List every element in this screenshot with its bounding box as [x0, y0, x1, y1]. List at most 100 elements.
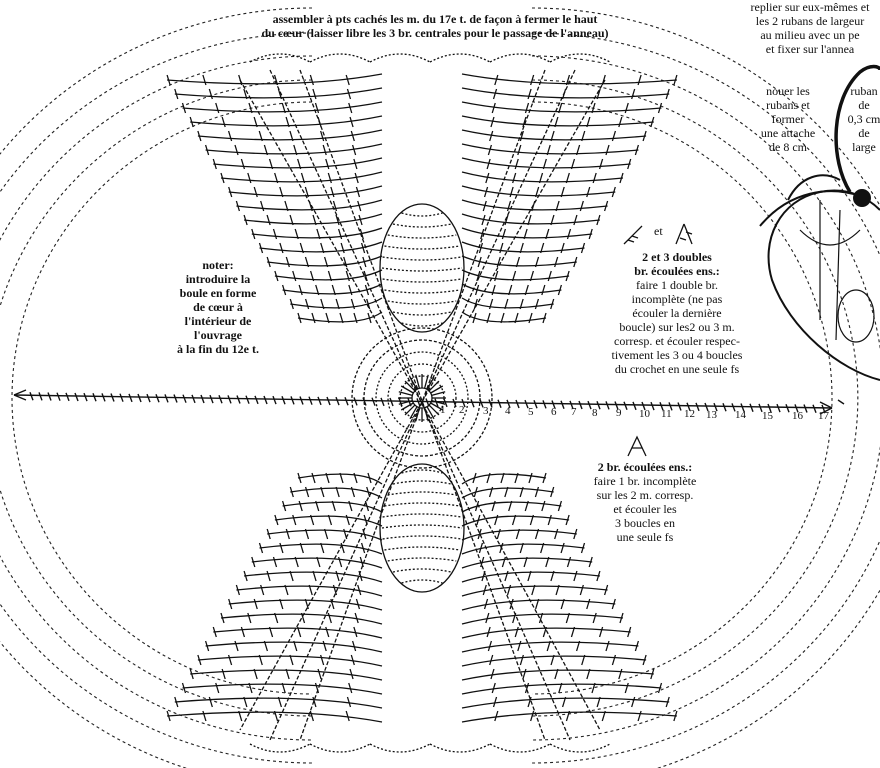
stitch-tick	[486, 158, 491, 170]
axis-stitch-tick	[299, 396, 304, 405]
stitch-tick	[277, 696, 283, 708]
stitch-tick	[558, 102, 563, 114]
stitch-tick	[509, 186, 514, 198]
stitch-tick	[501, 228, 507, 240]
outer-round-arc	[11, 101, 313, 695]
stitch-tick	[546, 640, 551, 652]
stitch-tick	[603, 200, 609, 212]
stitch-tick	[485, 612, 490, 624]
ribbon-width-line: large	[852, 140, 876, 154]
stitch-tick	[166, 74, 171, 86]
stitch-tick	[573, 570, 578, 582]
stitch-tick	[514, 158, 519, 170]
stitch-tick	[541, 284, 546, 296]
stitch-tick	[234, 144, 239, 156]
axis-stitch-tick	[785, 404, 790, 413]
fan-row	[213, 157, 383, 169]
stitch-tick	[611, 186, 616, 198]
axis-stitch-tick	[497, 399, 502, 408]
top-scallop	[429, 53, 491, 63]
stitch-tick	[500, 472, 505, 484]
stitch-tick	[238, 710, 243, 722]
stitch-tick	[540, 242, 545, 254]
stitch-tick	[542, 312, 547, 324]
pineapple-row	[401, 579, 443, 584]
stitch-tick	[511, 514, 517, 526]
bottom-scallop	[249, 743, 311, 753]
axis-stitch-tick	[236, 395, 241, 404]
stitch-tick	[477, 256, 482, 268]
stitch-tick	[266, 570, 271, 582]
stitch-tick	[285, 116, 290, 128]
fan-row	[167, 711, 383, 723]
stitch-tick	[227, 130, 233, 142]
stitch-tick	[547, 270, 552, 282]
stitch-tick	[289, 570, 294, 582]
stitch-tick	[337, 556, 343, 568]
stitch-tick	[197, 130, 202, 142]
stitch-tick	[363, 270, 368, 282]
pineapple-row	[384, 289, 460, 294]
ball-note-line: l'intérieur de	[184, 314, 252, 328]
center-round	[375, 351, 469, 445]
stitch-tick	[212, 626, 217, 638]
stitch-tick	[500, 312, 505, 324]
pineapple-row	[392, 311, 452, 316]
stitch-tick	[208, 88, 213, 100]
stitch-tick	[220, 172, 225, 184]
stitch-tick	[486, 472, 491, 484]
fan-row	[461, 529, 577, 541]
stitch-tick	[527, 214, 532, 226]
bottom-scallop	[549, 743, 611, 753]
stitch-tick	[304, 598, 309, 610]
stitch-tick	[340, 542, 345, 554]
stitch-tick	[243, 696, 248, 708]
fan-row	[290, 487, 383, 499]
stitch-tick	[312, 88, 317, 100]
stitch-tick	[358, 214, 363, 226]
stitch-tick	[351, 144, 357, 156]
stitch-tick	[538, 612, 544, 624]
stitch-tick	[364, 500, 370, 512]
stitch-tick	[317, 668, 322, 680]
outer-round-arc	[531, 55, 880, 741]
stitch-tick	[204, 640, 210, 652]
stitch-tick	[531, 584, 536, 596]
center-spoke	[415, 374, 421, 389]
stitch-tick	[268, 158, 274, 170]
stitch-tick	[580, 242, 586, 254]
stitch-tick	[514, 312, 519, 324]
stitch-tick	[292, 514, 297, 526]
fan-row	[220, 171, 383, 183]
stitch-tick	[565, 74, 571, 86]
fan-row	[461, 599, 616, 611]
pineapple-row	[382, 278, 462, 283]
stitch-tick	[285, 256, 290, 268]
stitch-tick	[357, 584, 362, 596]
stitch-tick	[289, 486, 294, 498]
stitch-tick	[212, 158, 217, 170]
stitch-tick	[603, 584, 609, 596]
stitch-tick	[274, 514, 279, 526]
stitch-tick	[542, 158, 547, 170]
stitch-tick	[535, 186, 540, 198]
fan-row	[461, 283, 562, 295]
axis-stitch-tick	[434, 398, 439, 407]
stitch-tick	[349, 116, 354, 128]
stitch-tick	[478, 542, 484, 554]
axis-stitch-tick	[254, 395, 259, 405]
axis-stitch-tick	[191, 394, 196, 404]
triple-legend-line: boucle) sur les2 ou 3 m.	[619, 320, 735, 334]
stitch-tick	[580, 542, 586, 554]
stitch-tick	[330, 598, 335, 610]
outer-round-arc	[0, 32, 313, 764]
stitch-tick	[312, 214, 317, 226]
stitch-tick	[268, 626, 274, 638]
stitch-tick	[491, 500, 496, 512]
fan-row	[461, 227, 593, 239]
stitch-tick	[281, 102, 286, 114]
stitch-tick	[299, 542, 304, 554]
stitch-tick	[248, 682, 253, 694]
fan-row	[461, 711, 677, 723]
